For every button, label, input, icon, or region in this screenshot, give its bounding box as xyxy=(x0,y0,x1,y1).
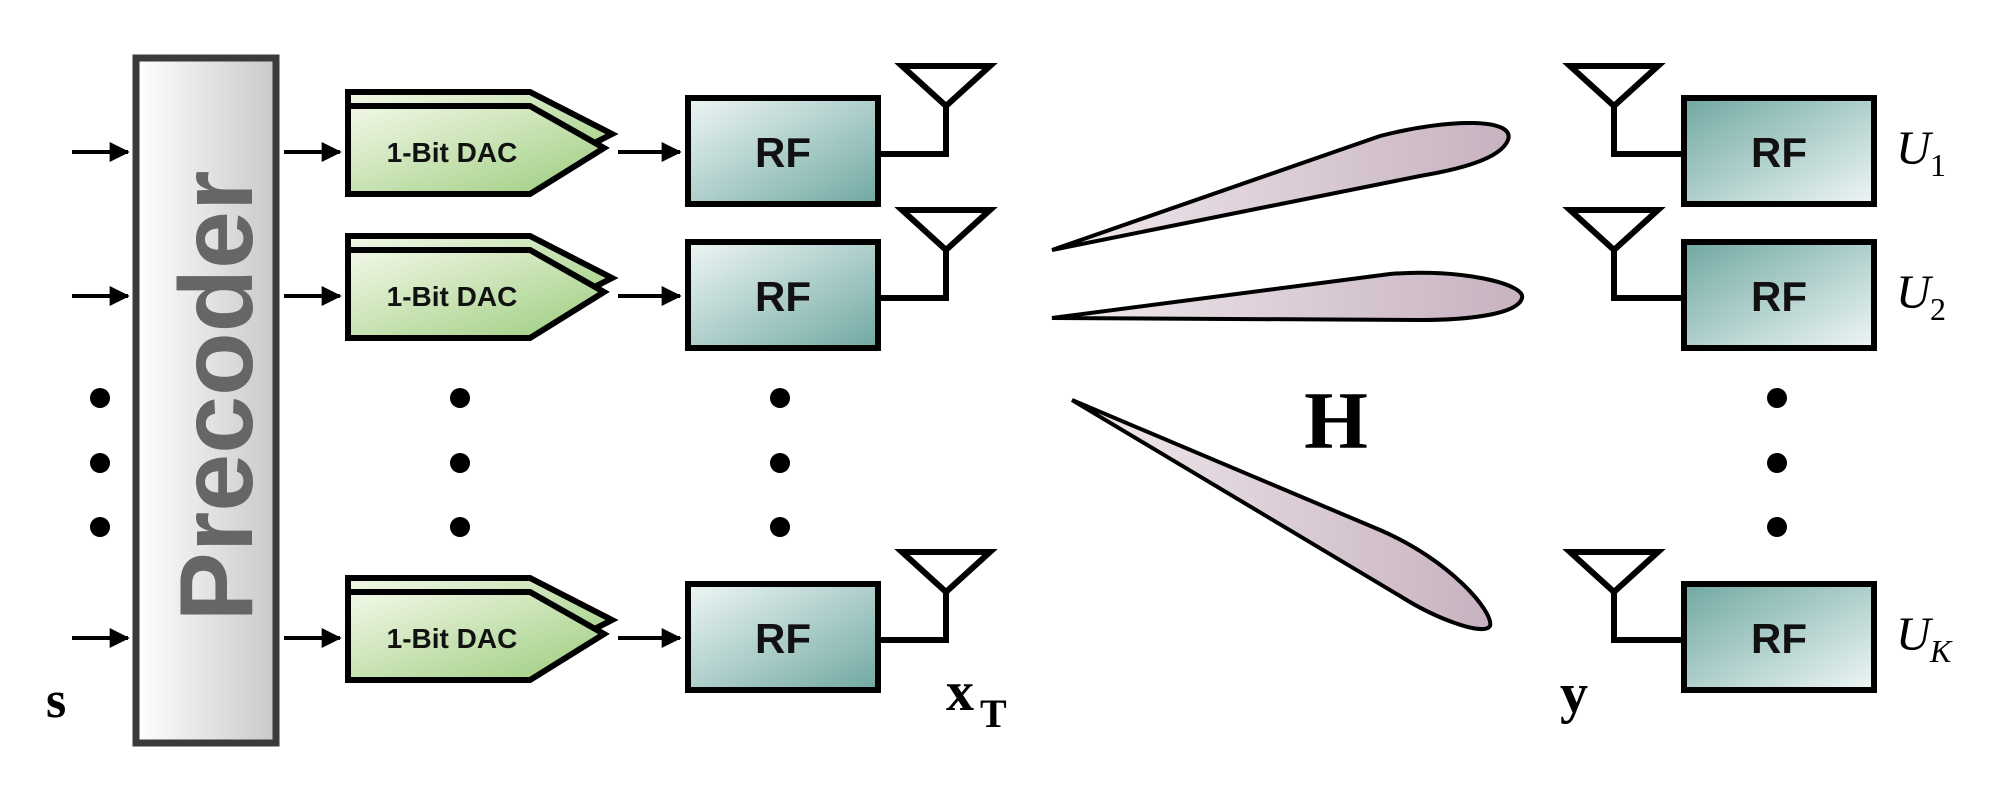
user-label-1-main: U xyxy=(1896,122,1934,175)
dac-label-k: 1-Bit DAC xyxy=(387,623,518,654)
beam-2 xyxy=(1051,270,1525,323)
tx-antenna-icon-k xyxy=(878,549,998,643)
user-label-k-sub: K xyxy=(1929,633,1953,669)
input-ellipsis-dot-2 xyxy=(90,453,110,473)
rx-rf-label-k: RF xyxy=(1751,615,1807,662)
rx-antenna-icon-2 xyxy=(1562,207,1682,301)
dac-ellipsis-dot-3 xyxy=(450,517,470,537)
tx-signal-label: x T xyxy=(946,661,1007,736)
user-label-2: U 2 xyxy=(1896,266,1946,327)
rx-rf-block-k: RF xyxy=(1681,581,1877,693)
rf-ellipsis-dot-3 xyxy=(770,517,790,537)
tx-rf-block-k: RF xyxy=(685,581,881,693)
rx-antenna-icon-k xyxy=(1562,549,1682,643)
dac-ellipsis-dot-1 xyxy=(450,388,470,408)
rx-rf-label-2: RF xyxy=(1751,273,1807,320)
input-ellipsis-dot-1 xyxy=(90,388,110,408)
dac-label-1: 1-Bit DAC xyxy=(387,137,518,168)
precoder-label: Precoder xyxy=(159,171,275,622)
dac-block-2: 1-Bit DAC xyxy=(345,233,619,341)
user-label-k: U K xyxy=(1896,608,1953,669)
user-label-2-sub: 2 xyxy=(1930,291,1946,327)
rf-ellipsis-dot-1 xyxy=(770,388,790,408)
rx-ellipsis-dot-3 xyxy=(1767,517,1787,537)
rx-rf-label-1: RF xyxy=(1751,129,1807,176)
dac-label-2: 1-Bit DAC xyxy=(387,281,518,312)
tx-signal-subscript: T xyxy=(980,691,1007,736)
tx-rf-label-1: RF xyxy=(755,129,811,176)
user-label-k-main: U xyxy=(1896,608,1934,661)
precoder-block xyxy=(132,54,280,747)
tx-rf-label-k: RF xyxy=(755,615,811,662)
tx-rf-block-1: RF xyxy=(685,95,881,207)
tx-antenna-icon-1 xyxy=(878,63,998,157)
dac-block-1: 1-Bit DAC xyxy=(345,89,619,197)
dac-block-k: 1-Bit DAC xyxy=(345,575,619,683)
tx-rf-block-2: RF xyxy=(685,239,881,351)
beam-1 xyxy=(1051,120,1511,252)
rx-antenna-icon-1 xyxy=(1562,63,1682,157)
user-label-1: U 1 xyxy=(1896,122,1946,183)
rx-ellipsis-dot-1 xyxy=(1767,388,1787,408)
beam-k xyxy=(1070,398,1493,631)
tx-antenna-icon-2 xyxy=(878,207,998,301)
rx-signal-label: y xyxy=(1560,663,1588,725)
input-ellipsis-dot-3 xyxy=(90,517,110,537)
user-label-1-sub: 1 xyxy=(1930,147,1946,183)
dac-ellipsis-dot-2 xyxy=(450,453,470,473)
tx-signal-main: x xyxy=(946,661,974,723)
channel-label: H xyxy=(1304,375,1368,466)
rx-rf-block-2: RF xyxy=(1681,239,1877,351)
rx-ellipsis-dot-2 xyxy=(1767,453,1787,473)
user-label-2-main: U xyxy=(1896,266,1934,319)
input-arrows xyxy=(72,142,130,648)
tx-rf-label-2: RF xyxy=(755,273,811,320)
input-label: s xyxy=(46,672,66,729)
rf-ellipsis-dot-2 xyxy=(770,453,790,473)
rx-rf-block-1: RF xyxy=(1681,95,1877,207)
